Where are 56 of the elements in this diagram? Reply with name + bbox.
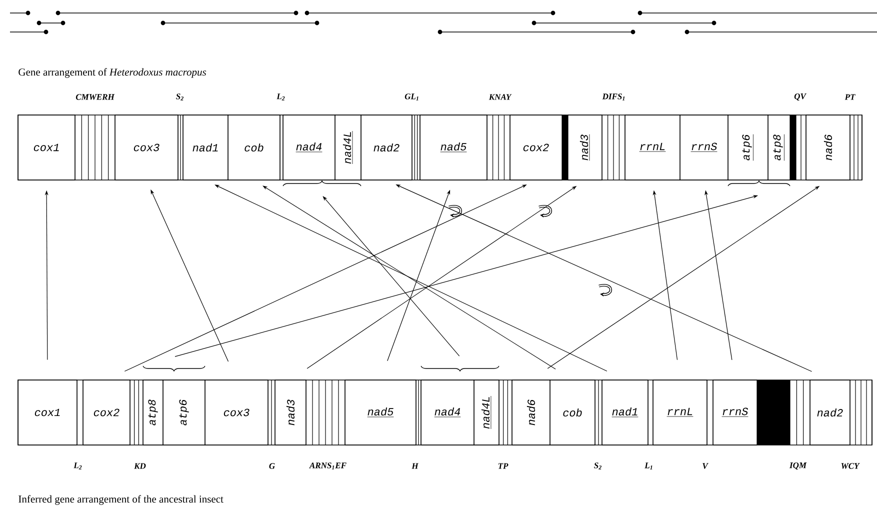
gene-box: nad4L: [474, 380, 500, 446]
trna-label: PT: [844, 94, 856, 100]
gene-box: atp8: [768, 114, 790, 180]
gene-box: nad4L: [334, 114, 362, 180]
arrow: [262, 186, 556, 370]
trna-label: IQM: [789, 462, 807, 470]
brace: [142, 366, 206, 372]
gene-box: nad6: [512, 380, 550, 446]
gene-box: nad1: [182, 114, 228, 180]
trna-label: WCY: [841, 463, 860, 469]
gene-box: cox2: [510, 114, 562, 180]
brace: [420, 366, 500, 372]
gene-box: nad1: [602, 380, 648, 446]
trna-label: L$_{2}$: [276, 94, 285, 100]
gene-box: nad5: [344, 380, 416, 446]
gene-box: atp8: [142, 380, 164, 446]
gene-box: nad6: [806, 114, 850, 180]
brace: [728, 180, 790, 186]
gene-box: rrnS: [712, 380, 758, 446]
trna-label: L$_{1}$: [644, 462, 652, 470]
gene-box: cob: [228, 114, 280, 180]
gene-box: atp6: [728, 114, 768, 180]
gene-box: cox1: [18, 114, 76, 180]
caption: Gene arrangement of Heterodoxus macropus: [18, 68, 206, 78]
gene-box: rrnL: [624, 114, 680, 180]
trna-label: L$_{2}$: [74, 462, 82, 470]
gene-box: nad3: [568, 114, 602, 180]
trna-label: QV: [794, 94, 806, 100]
trna-label: S$_{2}$: [176, 94, 184, 100]
trna-label: H: [412, 463, 419, 469]
caption: Inferred gene arrangement of the ancestral insect: [18, 495, 224, 505]
gene-box: atp6: [162, 380, 206, 446]
trna-label: KD: [134, 463, 146, 469]
trna-label: S$_{2}$: [594, 462, 602, 470]
gene-box: cox2: [82, 380, 130, 446]
trna-label: KNAY: [488, 94, 512, 100]
gene-box: nad2: [360, 114, 412, 180]
gene-box: cox3: [114, 114, 178, 180]
gene-box: rrnS: [680, 114, 728, 180]
gene-box: cox3: [204, 380, 268, 446]
trna-label: DIFS$_{1}$: [602, 94, 625, 100]
trna-label: G: [269, 463, 275, 469]
trna-label: ARNS$_{1}$EF: [309, 462, 346, 470]
gene-box: nad4: [420, 380, 474, 446]
gene-box: cob: [550, 380, 596, 446]
gene-box: cox1: [18, 380, 78, 446]
trna-label: V: [702, 463, 708, 469]
trna-label: CMWERH: [76, 94, 115, 100]
brace: [282, 180, 362, 186]
gene-box: rrnL: [652, 380, 708, 446]
trna-label: TP: [498, 463, 508, 469]
gene-box: nad2: [810, 380, 850, 446]
gene-box: nad3: [274, 380, 306, 446]
gene-box: nad5: [420, 114, 488, 180]
gene-box: nad4: [282, 114, 336, 180]
trna-label: GL$_{1}$: [404, 94, 418, 100]
